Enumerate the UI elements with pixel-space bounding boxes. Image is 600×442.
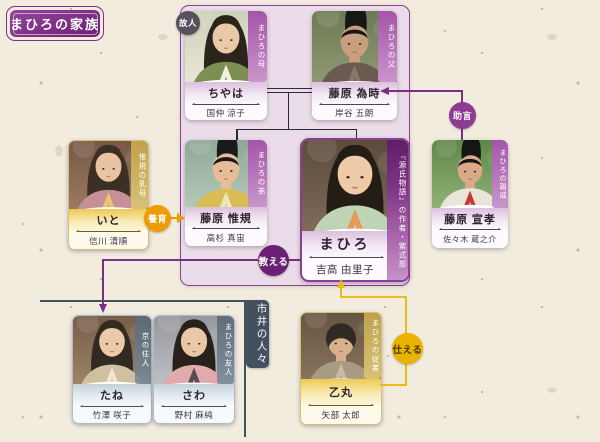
role-ribbon-sawa: まひろの友人 [217, 316, 234, 384]
name-chiyaha: ちやは [185, 82, 267, 104]
actor-chiyaha: 国仲 涼子 [185, 105, 267, 120]
card-nobunori: まひろの弟 藤原 惟規 高杉 真宙 [185, 140, 267, 246]
children-line-bar [236, 128, 357, 130]
separator [310, 405, 372, 406]
townsfolk-line-horizontal [40, 300, 245, 302]
teach-arrowhead [98, 304, 107, 313]
chart-title-text: まひろの家族 [10, 17, 101, 32]
role-ribbon-nobunori: まひろの弟 [248, 140, 267, 207]
card-tametoki: まひろの父 藤原 為時 岸谷 五朗 [312, 11, 397, 120]
advice-line-horizontal [388, 90, 463, 92]
serve-arrowhead [336, 279, 345, 288]
badge-nurture: 養育 [144, 205, 171, 232]
serve-line-4 [380, 384, 407, 386]
role-ribbon-nobutaka: まひろの親戚 [492, 140, 508, 208]
badge-serve: 仕える [392, 333, 423, 364]
teach-line-vertical [102, 259, 104, 305]
name-otomaru: 乙丸 [301, 379, 381, 405]
actor-sawa: 野村 麻純 [154, 407, 234, 423]
children-line-left [236, 129, 238, 140]
serve-line-1 [340, 287, 342, 298]
separator [194, 228, 258, 229]
teach-line-horizontal [102, 259, 300, 261]
actor-tametoki: 岸谷 五朗 [312, 105, 397, 120]
separator [321, 104, 388, 105]
card-tane: 京の住人 たね 竹澤 咲子 [72, 315, 152, 424]
townsfolk-line-vertical [243, 300, 246, 437]
separator [82, 406, 142, 407]
role-ribbon-tane: 京の住人 [135, 316, 151, 384]
card-mahiro: 『源氏物語』の作者・紫式部 まひろ 吉高 由里子 [300, 138, 410, 282]
separator [163, 406, 225, 407]
separator [311, 257, 382, 258]
name-tametoki: 藤原 為時 [312, 82, 397, 104]
card-nobutaka: まひろの親戚 藤原 宣孝 佐々木 蔵之介 [432, 140, 508, 248]
actor-tane: 竹澤 咲子 [73, 407, 151, 423]
badge-advice: 助言 [449, 102, 476, 129]
badge-deceased: 故人 [176, 11, 200, 35]
role-ribbon-ito: 惟規の乳母 [131, 141, 148, 209]
separator [78, 231, 139, 232]
marriage-line [266, 88, 312, 93]
actor-ito: 信川 清順 [69, 232, 148, 249]
name-tane: たね [73, 384, 151, 406]
townsfolk-label: 市井の人々 [255, 302, 267, 366]
card-ito: 惟規の乳母 いと 信川 清順 [68, 140, 149, 250]
portrait-nobutaka [432, 140, 508, 208]
role-ribbon-otomaru: まひろの従者 [364, 313, 381, 379]
portrait-sawa [154, 316, 234, 384]
actor-nobunori: 高杉 真宙 [185, 229, 267, 246]
role-ribbon-tametoki: まひろの父 [378, 11, 397, 82]
actor-nobutaka: 佐々木 蔵之介 [432, 230, 508, 248]
card-otomaru: まひろの従者 乙丸 矢部 太郎 [300, 312, 382, 425]
actor-otomaru: 矢部 太郎 [301, 406, 381, 424]
name-ito: いと [69, 209, 148, 231]
children-line-stem [287, 93, 289, 129]
card-sawa: まひろの友人 さわ 野村 麻純 [153, 315, 235, 424]
name-sawa: さわ [154, 384, 234, 406]
advice-arrowhead [380, 86, 389, 95]
name-nobunori: 藤原 惟規 [185, 207, 267, 228]
serve-line-2 [340, 296, 407, 298]
separator [441, 229, 499, 230]
role-ribbon-mahiro: 『源氏物語』の作者・紫式部 [387, 140, 408, 280]
nurture-arrowhead [177, 213, 185, 223]
name-nobutaka: 藤原 宣孝 [432, 208, 508, 229]
actor-mahiro: 吉高 由里子 [302, 258, 408, 280]
badge-teach: 教える [258, 245, 289, 276]
children-line-right [355, 129, 357, 138]
role-ribbon-chiyaha: まひろの母 [248, 11, 267, 82]
separator [194, 104, 258, 105]
townsfolk-group-tab: 市井の人々 [245, 300, 269, 368]
chart-title: まひろの家族 [6, 6, 104, 41]
